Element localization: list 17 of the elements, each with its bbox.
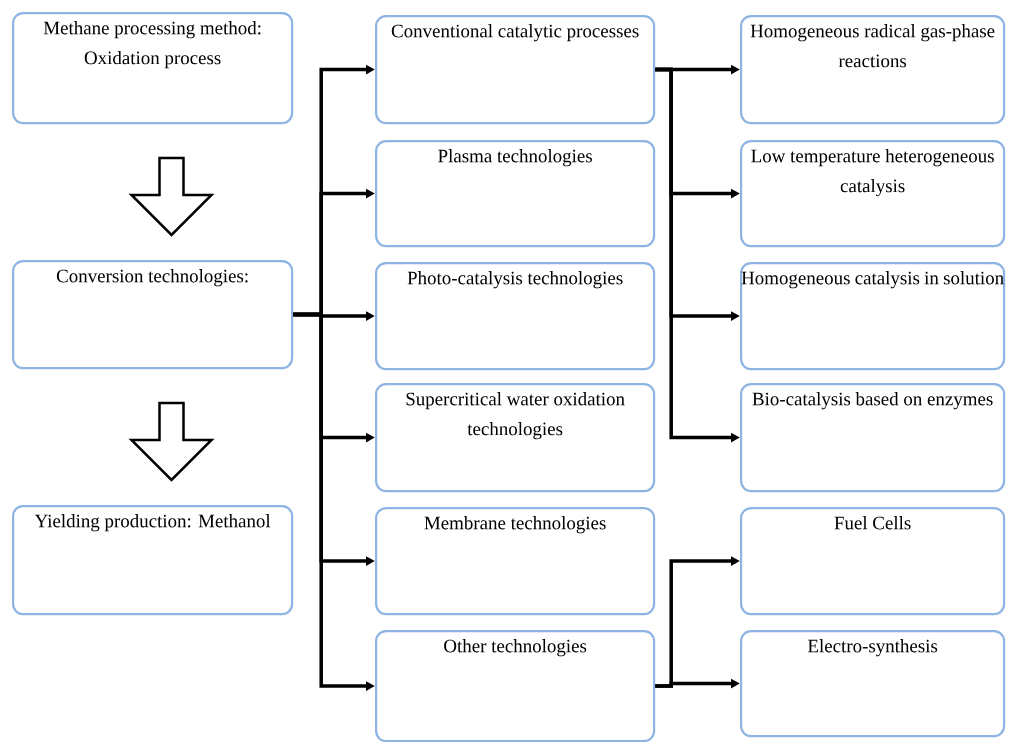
process-box: Membrane technologies — [375, 507, 656, 616]
process-box: Low temperature heterogeneous catalysis — [740, 140, 1006, 248]
process-box: Supercritical water oxidation technologies — [375, 383, 656, 493]
process-box: Homogeneous radical gas-phase reactions — [740, 15, 1006, 125]
process-box: Electro-synthesis — [740, 630, 1006, 738]
block-arrow — [128, 156, 215, 237]
process-box: Conventional catalytic processes — [375, 15, 656, 125]
process-box: Fuel Cells — [740, 507, 1006, 616]
process-box: Other technologies — [375, 630, 656, 742]
process-box: Bio-catalysis based on enzymes — [740, 383, 1006, 493]
process-box: Conversion technologies: — [12, 260, 294, 370]
process-box: Homogeneous catalysis in solution — [740, 262, 1006, 371]
process-box: Photo-catalysis technologies — [375, 262, 656, 371]
block-arrow — [128, 401, 215, 482]
process-box: Yielding production: Methanol — [12, 505, 294, 616]
process-box: Plasma technologies — [375, 140, 656, 248]
process-box: Methane processing method: Oxidation process — [12, 12, 294, 125]
